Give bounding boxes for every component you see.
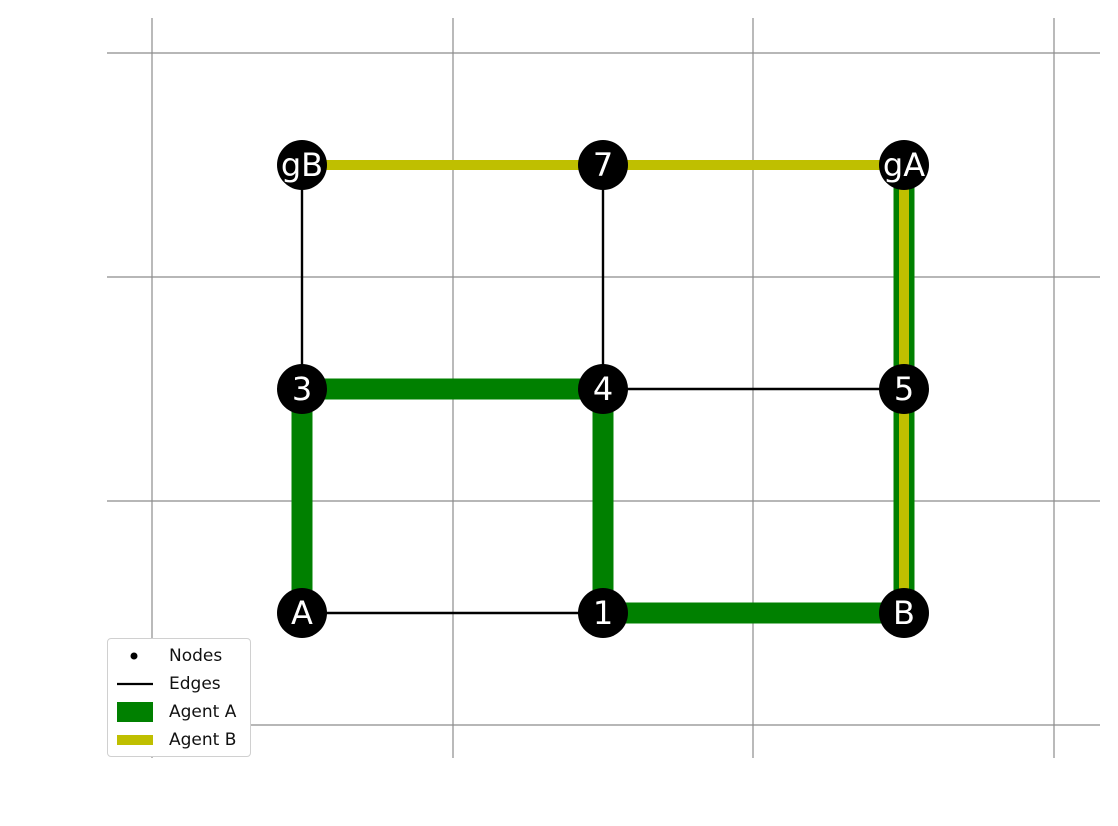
node-circle [578, 588, 628, 638]
node-label: 4 [593, 370, 613, 408]
node-3: 3 [277, 364, 327, 414]
node-circle [277, 588, 327, 638]
node-circle [277, 140, 327, 190]
node-circle [879, 364, 929, 414]
legend-label-agent-b: Agent B [169, 730, 237, 750]
node-gA: gA [879, 140, 929, 190]
node-label: gB [281, 146, 323, 184]
edge-line-icon [117, 682, 153, 686]
node-4: 4 [578, 364, 628, 414]
agent-a-swatch-icon [117, 702, 153, 722]
node-circle [879, 588, 929, 638]
node-1: 1 [578, 588, 628, 638]
node-marker-icon [130, 652, 138, 660]
legend: Nodes Edges Agent A Agent B [107, 638, 251, 757]
graph-nodes: A 1 B 3 4 5 gB 7 gA [277, 140, 929, 638]
node-label: 7 [593, 146, 613, 184]
agent-b-swatch-icon [117, 735, 153, 745]
node-A: A [277, 588, 327, 638]
node-circle [879, 140, 929, 190]
node-5: 5 [879, 364, 929, 414]
legend-label-edges: Edges [169, 674, 221, 694]
node-label: 3 [292, 370, 312, 408]
node-label: gA [883, 146, 925, 184]
node-circle [578, 140, 628, 190]
node-circle [578, 364, 628, 414]
node-gB: gB [277, 140, 327, 190]
node-circle [277, 364, 327, 414]
node-label: 5 [894, 370, 914, 408]
node-B: B [879, 588, 929, 638]
agent-b-path [302, 160, 909, 613]
node-label: B [893, 594, 915, 632]
node-label: A [291, 594, 313, 632]
legend-label-agent-a: Agent A [169, 702, 237, 722]
node-7: 7 [578, 140, 628, 190]
node-label: 1 [593, 594, 613, 632]
legend-label-nodes: Nodes [169, 646, 223, 666]
